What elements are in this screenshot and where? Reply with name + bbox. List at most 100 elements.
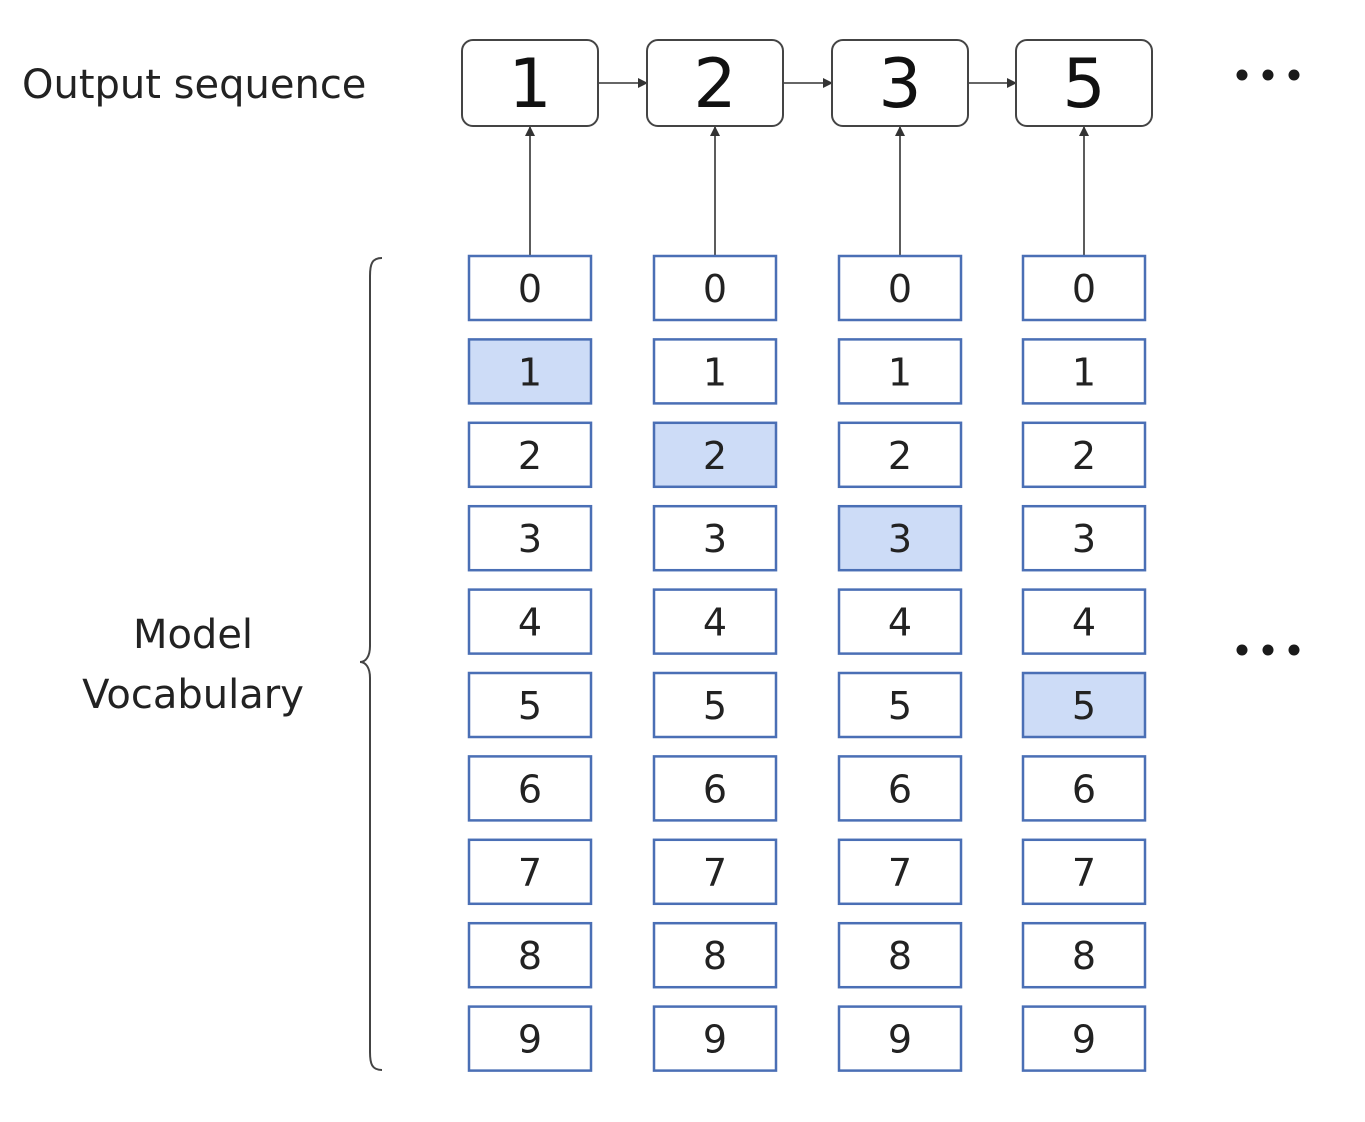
vocabulary-cell xyxy=(837,254,963,322)
vocabulary-cell-text: 6 xyxy=(1072,767,1096,811)
vocabulary-cell xyxy=(1021,921,1147,989)
vocabulary-cell-text: 2 xyxy=(703,434,727,478)
output-sequence-label: Output sequence xyxy=(22,62,366,108)
vocabulary-cell-text: 3 xyxy=(1072,517,1096,561)
output-token-1: 1 xyxy=(461,39,599,127)
vocabulary-cell xyxy=(652,921,778,989)
output-token-text: 2 xyxy=(693,45,736,124)
vocabulary-cell xyxy=(837,338,963,405)
vocabulary-cell xyxy=(837,921,963,989)
vocabulary-cell xyxy=(837,671,963,739)
vocabulary-cell xyxy=(652,504,778,572)
vocabulary-cell xyxy=(652,838,778,906)
vocabulary-cell-text: 9 xyxy=(888,1018,912,1062)
output-token-text: 5 xyxy=(1062,45,1105,124)
vocabulary-cell-text: 1 xyxy=(518,350,542,394)
vocabulary-cell xyxy=(837,588,963,655)
vocabulary-cell xyxy=(652,1005,778,1072)
vocabulary-cell xyxy=(1021,421,1147,489)
output-token-text: 3 xyxy=(878,45,921,124)
vocabulary-cell-text: 3 xyxy=(518,517,542,561)
vocabulary-cell xyxy=(837,838,963,906)
vocabulary-cell-text: 9 xyxy=(1072,1018,1096,1062)
vocabulary-cell-text: 5 xyxy=(518,684,542,728)
vocabulary-cell-text: 4 xyxy=(518,601,542,645)
vocabulary-cell xyxy=(837,755,963,822)
output-token-4: 5 xyxy=(1015,39,1153,127)
output-token-box xyxy=(1015,39,1153,127)
vocabulary-cell xyxy=(652,755,778,822)
output-sequence-row: 1 2 3 5 xyxy=(461,39,1153,127)
vocabulary-cell-text: 0 xyxy=(518,267,542,311)
vocabulary-cell xyxy=(467,921,593,989)
vocabulary-cell xyxy=(837,1005,963,1072)
vocabulary-cell-text: 7 xyxy=(703,851,727,895)
vocabulary-cell xyxy=(467,838,593,906)
vocabulary-cell xyxy=(652,254,778,322)
output-token-2: 2 xyxy=(646,39,784,127)
vocabulary-cell xyxy=(467,254,593,322)
vocabulary-cell xyxy=(467,671,593,739)
vocabulary-cell-text: 6 xyxy=(518,767,542,811)
vocabulary-cell-selected xyxy=(1021,671,1147,739)
vocabulary-cell-text: 8 xyxy=(518,934,542,978)
connector-group xyxy=(525,78,1089,258)
output-token-3: 3 xyxy=(831,39,969,127)
vocabulary-cell-text: 5 xyxy=(703,684,727,728)
vocabulary-cell xyxy=(652,588,778,655)
vocabulary-cell-text: 4 xyxy=(888,601,912,645)
vocabulary-cell-text: 5 xyxy=(1072,684,1096,728)
vocabulary-cell-text: 8 xyxy=(888,934,912,978)
output-continuation-ellipsis xyxy=(1236,69,1300,81)
vocabulary-cell-text: 5 xyxy=(888,684,912,728)
vocabulary-cell-text: 0 xyxy=(1072,267,1096,311)
vocabulary-cell-text: 8 xyxy=(1072,934,1096,978)
vocabulary-cell xyxy=(1021,338,1147,405)
vocabulary-column-4: 0 1 2 3 4 5 6 7 8 9 xyxy=(1021,254,1147,1072)
vocabulary-cell xyxy=(467,421,593,489)
vocabulary-cell xyxy=(467,755,593,822)
output-token-box xyxy=(461,39,599,127)
vocabulary-cell xyxy=(652,338,778,405)
vocabulary-cell-selected xyxy=(652,421,778,489)
vocabulary-continuation-ellipsis xyxy=(1236,644,1300,656)
vocabulary-cell xyxy=(837,421,963,489)
vocabulary-cell xyxy=(652,671,778,739)
model-vocabulary-label-line1: Model xyxy=(133,612,253,658)
vocabulary-cell-text: 4 xyxy=(1072,601,1096,645)
vocabulary-cell-text: 8 xyxy=(703,934,727,978)
vocabulary-cell xyxy=(1021,504,1147,572)
vocabulary-cell-text: 3 xyxy=(703,517,727,561)
vocabulary-cell xyxy=(467,504,593,572)
vocabulary-cell-text: 9 xyxy=(518,1018,542,1062)
vocabulary-cell xyxy=(1021,254,1147,322)
output-token-text: 1 xyxy=(508,45,551,124)
vocabulary-cell-text: 2 xyxy=(518,434,542,478)
vocabulary-cell-text: 2 xyxy=(1072,434,1096,478)
vocabulary-cell-text: 6 xyxy=(703,767,727,811)
vocabulary-cell-selected xyxy=(837,504,963,572)
vocabulary-cell-text: 0 xyxy=(888,267,912,311)
vocabulary-cell-text: 4 xyxy=(703,601,727,645)
vocabulary-cell-text: 7 xyxy=(1072,851,1096,895)
output-token-box xyxy=(831,39,969,127)
vocabulary-column-3: 0 1 2 3 4 5 6 7 8 9 xyxy=(837,254,963,1072)
vocabulary-cell xyxy=(467,588,593,655)
vocabulary-cell-text: 6 xyxy=(888,767,912,811)
vocabulary-cell-text: 3 xyxy=(888,517,912,561)
vocabulary-cell-text: 7 xyxy=(518,851,542,895)
vocabulary-cell xyxy=(1021,588,1147,655)
vocabulary-cell-text: 0 xyxy=(703,267,727,311)
vocabulary-cell xyxy=(1021,755,1147,822)
vocabulary-column-1: 0 1 2 3 4 5 6 7 8 9 xyxy=(467,254,593,1072)
vocabulary-cell xyxy=(1021,838,1147,906)
vocabulary-cell-text: 2 xyxy=(888,434,912,478)
output-token-box xyxy=(646,39,784,127)
model-vocabulary-label-line2: Vocabulary xyxy=(82,672,304,718)
vocabulary-cell xyxy=(467,1005,593,1072)
vocabulary-cell-text: 7 xyxy=(888,851,912,895)
vocabulary-cell-text: 1 xyxy=(1072,350,1096,394)
vocabulary-cell-text: 1 xyxy=(888,350,912,394)
